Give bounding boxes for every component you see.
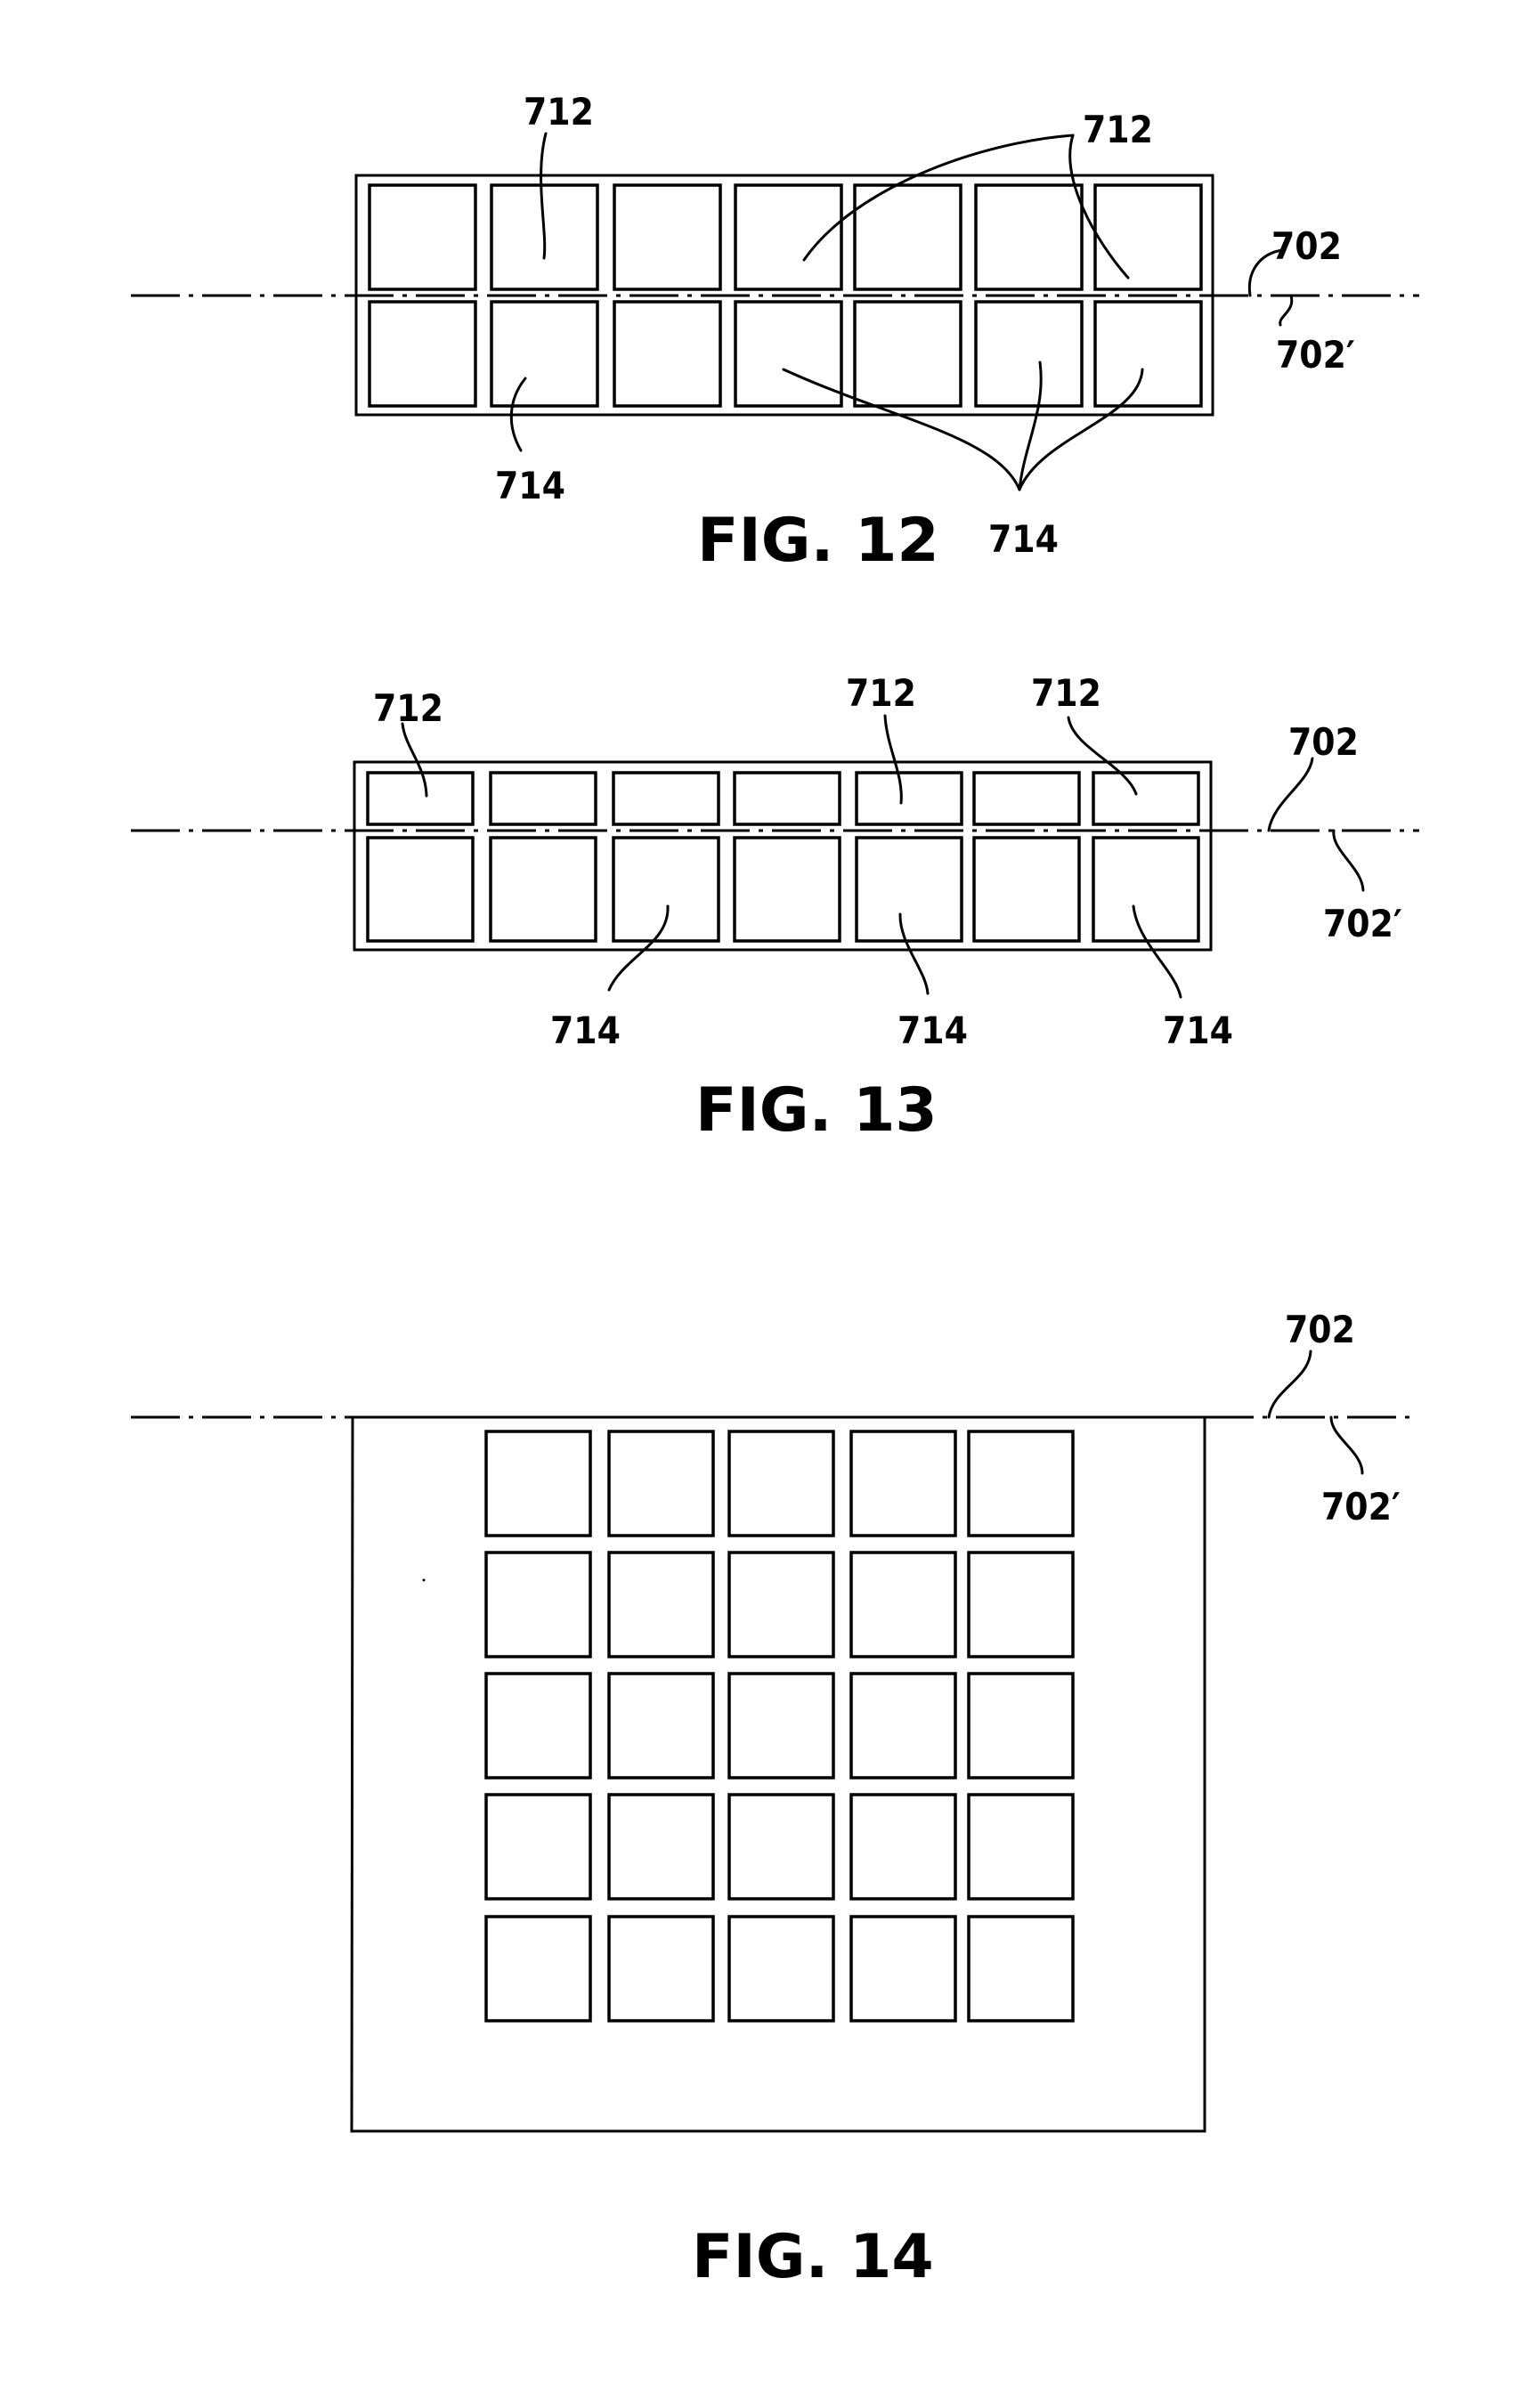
fig14-cell-r1-c2 [609, 1431, 713, 1536]
fig14-cell-r2-c4 [851, 1553, 955, 1657]
fig12-cell-712-6 [976, 185, 1082, 289]
fig13-cell-712-6 [974, 773, 1079, 824]
fig13-cell-712-2 [491, 773, 596, 824]
fig13-leader-714-mid [900, 914, 928, 993]
fig13-leader-712-left [402, 724, 426, 796]
fig13-cell-714-3 [613, 838, 719, 941]
fig13-leader-714-left [609, 906, 668, 990]
fig14-cell-r3-c5 [969, 1674, 1073, 1778]
fig13-ref-714-mid: 714 [897, 1009, 968, 1052]
fig14-cell-r2-c2 [609, 1553, 713, 1657]
figure-13: 712 712 712 702 702′ 714 714 714 FIG. 13 [131, 671, 1419, 1146]
fig14-cell-r4-c2 [609, 1795, 713, 1899]
fig14-cell-r5-c1 [486, 1917, 590, 2021]
fig13-leader-712-mid [885, 716, 901, 803]
fig14-leader-702-prime [1331, 1417, 1362, 1473]
fig12-cell-712-4 [735, 185, 841, 289]
fig14-cell-r3-c2 [609, 1674, 713, 1778]
fig14-ref-702-prime: 702′ [1321, 1485, 1401, 1528]
fig14-cell-r2-c1 [486, 1553, 590, 1657]
fig13-cell-714-6 [974, 838, 1079, 941]
fig13-cell-714-4 [735, 838, 840, 941]
fig13-ref-712-mid: 712 [846, 671, 916, 715]
fig14-cell-r5-c3 [729, 1917, 833, 2021]
fig14-outer-frame [352, 1417, 1205, 2131]
fig14-caption: FIG. 14 [692, 2222, 934, 2292]
fig13-ref-712-left: 712 [373, 686, 443, 730]
fig14-cell-r1-c3 [729, 1431, 833, 1536]
fig13-cell-712-4 [735, 773, 840, 824]
fig13-ref-714-right: 714 [1163, 1009, 1233, 1052]
fig14-cell-r2-c3 [729, 1553, 833, 1657]
fig14-cell-r1-c5 [969, 1431, 1073, 1536]
fig12-leader-712-left [541, 134, 546, 258]
fig14-cell-r2-c5 [969, 1553, 1073, 1657]
fig14-leader-702 [1269, 1351, 1311, 1417]
fig14-cell-r3-c3 [729, 1674, 833, 1778]
fig12-cell-712-3 [614, 185, 720, 289]
fig12-ref-702-prime: 702′ [1276, 333, 1355, 377]
fig12-leader-702-prime [1280, 296, 1292, 325]
fig12-ref-712-group: 712 [1083, 108, 1153, 151]
fig13-caption: FIG. 13 [695, 1075, 938, 1146]
fig13-ref-702-prime: 702′ [1323, 902, 1402, 945]
fig13-ref-702: 702 [1288, 720, 1359, 764]
fig12-leader-712-group-a [804, 135, 1073, 260]
fig13-ref-714-left: 714 [550, 1009, 621, 1052]
fig12-cell-712-7 [1095, 185, 1201, 289]
figure-14: 702 702′ FIG. 14 [131, 1308, 1416, 2292]
fig13-cell-712-3 [613, 773, 719, 824]
fig14-cell-r4-c4 [851, 1795, 955, 1899]
fig12-cell-712-1 [370, 185, 475, 289]
fig14-cell-r3-c4 [851, 1674, 955, 1778]
fig14-cell-r4-c5 [969, 1795, 1073, 1899]
fig13-cell-714-2 [491, 838, 596, 941]
fig12-cell-714-2 [491, 302, 597, 406]
fig12-caption: FIG. 12 [697, 506, 939, 576]
fig14-cell-r5-c4 [851, 1917, 955, 2021]
fig12-cell-714-3 [614, 302, 720, 406]
fig13-cell-712-5 [857, 773, 962, 824]
fig13-cell-712-1 [368, 773, 473, 824]
fig13-leader-714-right [1133, 906, 1181, 997]
fig12-cell-714-4 [735, 302, 841, 406]
fig12-ref-712-left: 712 [524, 90, 594, 134]
fig13-leader-702 [1269, 758, 1312, 831]
fig13-leader-702-prime [1334, 831, 1363, 890]
figure-12: 712 712 702 702′ 714 714 FIG. 12 [131, 90, 1419, 576]
fig14-cell-grid [486, 1431, 1073, 2021]
fig13-cell-714-5 [857, 838, 962, 941]
fig14-ref-702: 702 [1285, 1308, 1355, 1351]
fig12-leader-712-group-b [1070, 135, 1128, 278]
fig13-cell-714-1 [368, 838, 473, 941]
fig12-leader-714-group-a [784, 369, 1019, 490]
fig13-ref-712-right: 712 [1031, 671, 1101, 715]
fig12-cell-714-1 [370, 302, 475, 406]
fig14-cell-r1-c4 [851, 1431, 955, 1536]
fig13-cell-714-7 [1093, 838, 1198, 941]
fig14-cell-r4-c1 [486, 1795, 590, 1899]
fig12-cell-714-7 [1095, 302, 1201, 406]
fig13-outer-frame [354, 762, 1211, 950]
fig13-cell-712-7 [1093, 773, 1198, 824]
fig14-cell-r4-c3 [729, 1795, 833, 1899]
fig14-cell-r5-c2 [609, 1917, 713, 2021]
fig12-ref-702: 702 [1271, 224, 1342, 268]
fig12-cell-714-5 [855, 302, 961, 406]
fig14-cell-r5-c5 [969, 1917, 1073, 2021]
fig12-ref-714-left: 714 [495, 464, 565, 507]
fig12-cell-714-6 [976, 302, 1082, 406]
fig12-ref-714-group: 714 [988, 517, 1059, 561]
fig14-cell-r3-c1 [486, 1674, 590, 1778]
fig13-cell-array [368, 773, 1198, 941]
fig14-cell-r1-c1 [486, 1431, 590, 1536]
fig14-stray-dot [423, 1579, 426, 1582]
